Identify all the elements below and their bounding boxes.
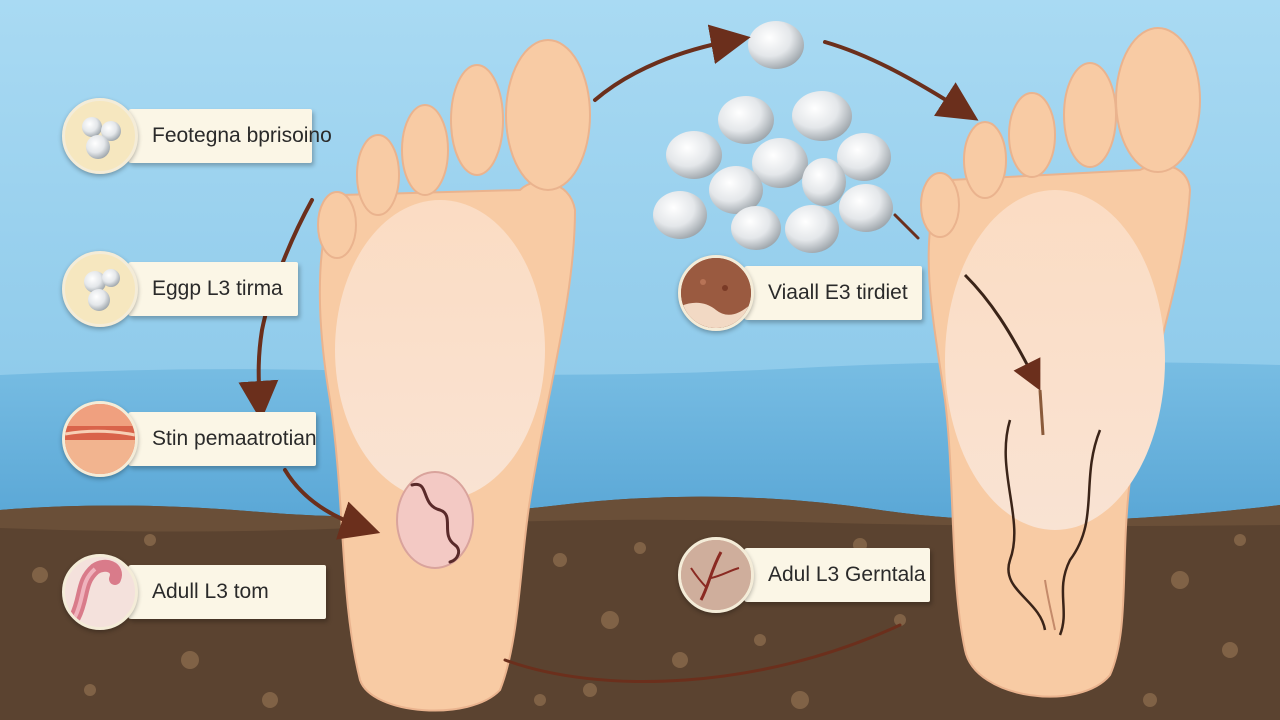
stage-label-skin: Stin pemaatrotian	[62, 401, 317, 477]
larva-track-2	[1058, 429, 1102, 636]
stage-label-text: Adull L3 tom	[128, 565, 326, 619]
arrow-foot-to-eggs	[593, 24, 751, 102]
toe-5	[920, 172, 960, 238]
arrow-eggs-to-foot	[823, 40, 979, 121]
egg-cluster	[653, 21, 893, 253]
tissue-icon	[678, 255, 754, 331]
stage-label-text: Eggp L3 tirma	[128, 262, 298, 316]
big-toe	[505, 39, 591, 191]
blood-vessel-icon	[678, 537, 754, 613]
larva-track-1	[1004, 419, 1047, 631]
big-toe	[1115, 27, 1201, 173]
arrow-bottom	[503, 623, 902, 683]
toe-3	[1008, 92, 1056, 178]
larva-worm	[410, 482, 461, 564]
arrow-eggs-side	[893, 213, 920, 240]
stage-label-feeding: Feotegna bprisoino	[62, 98, 332, 174]
stage-label-text: Viaall E3 tirdiet	[744, 266, 922, 320]
penetration-arrow	[963, 273, 1041, 391]
right-foot	[920, 27, 1201, 698]
toe-2	[450, 64, 504, 176]
toe-2	[1063, 62, 1117, 168]
skin-layer-icon	[62, 401, 138, 477]
toe-5	[317, 191, 357, 259]
stage-label-adult-left: Adull L3 tom	[62, 554, 326, 630]
worm-icon	[62, 554, 138, 630]
stage-label-vial: Viaall E3 tirdiet	[678, 255, 922, 331]
stage-label-text: Feotegna bprisoino	[128, 109, 332, 163]
left-foot	[317, 39, 591, 712]
toe-4	[356, 134, 400, 216]
skin-lesion	[396, 471, 474, 569]
toe-4	[963, 121, 1007, 199]
eggs-icon	[62, 98, 138, 174]
stage-label-text: Stin pemaatrotian	[128, 412, 317, 466]
arrow-skin	[283, 468, 381, 540]
stage-label-text: Adul L3 Gerntala	[744, 548, 930, 602]
toe-3	[401, 104, 449, 196]
arrow-down-left	[238, 198, 314, 421]
cycle-arrows	[238, 24, 979, 683]
stage-label-eggs: Eggp L3 tirma	[62, 251, 298, 327]
eggs-icon	[62, 251, 138, 327]
stage-label-adult-right: Adul L3 Gerntala	[678, 537, 930, 613]
